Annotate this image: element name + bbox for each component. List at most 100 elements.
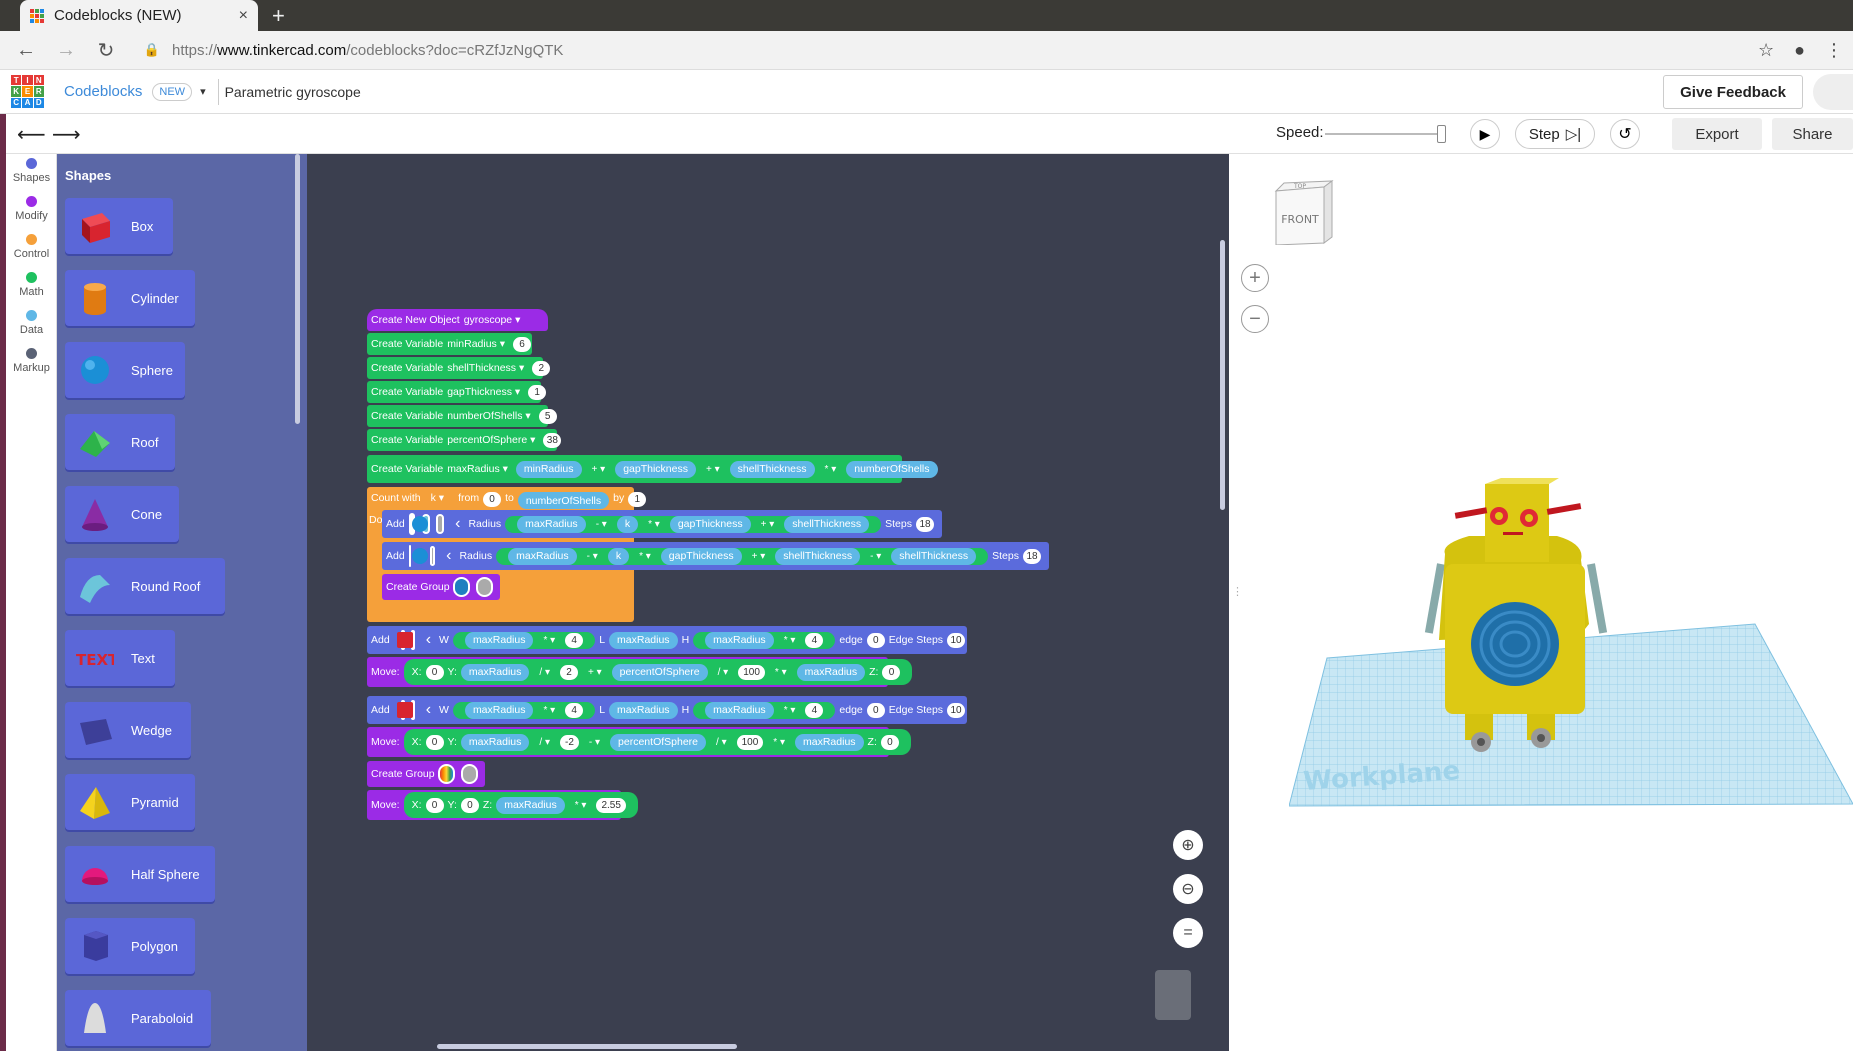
shape-roof[interactable]: Roof	[65, 414, 175, 470]
variable-pill[interactable]: percentOfSphere	[611, 663, 708, 681]
variable-pill[interactable]: numberOfShells	[846, 460, 938, 478]
new-tab-icon[interactable]: +	[272, 3, 285, 28]
number-field[interactable]: 100	[738, 664, 765, 680]
variable-pill[interactable]: maxRadius	[508, 547, 577, 565]
view-cube[interactable]: TOP FRONT	[1274, 179, 1334, 245]
category-markup[interactable]: Markup	[6, 348, 57, 374]
variable-pill[interactable]: maxRadius	[795, 733, 864, 751]
variable-dropdown[interactable]: minRadius ▾	[447, 338, 505, 350]
math-expression[interactable]: maxRadius - ▾ k * ▾ gapThickness + ▾ she…	[496, 547, 989, 565]
play-button[interactable]: ▶	[1470, 119, 1500, 149]
number-field[interactable]: 0	[882, 664, 901, 680]
operator-dropdown[interactable]: * ▾	[783, 634, 796, 646]
3d-viewer[interactable]: TOP FRONT + − Workplane	[1229, 154, 1853, 1051]
browser-menu-icon[interactable]: ⋮	[1825, 40, 1843, 60]
number-field[interactable]: 18	[1023, 548, 1041, 564]
number-field[interactable]: 0	[425, 734, 444, 750]
shape-cone[interactable]: Cone	[65, 486, 179, 542]
create-variable-block[interactable]: Create Variable numberOfShells ▾ 5	[367, 405, 557, 427]
color-swatch[interactable]	[452, 577, 470, 597]
number-field[interactable]: 4	[565, 632, 584, 648]
variable-pill[interactable]: shellThickness	[729, 460, 815, 478]
workspace-zoom-out-icon[interactable]: ⊖	[1173, 874, 1203, 904]
flyout-scrollbar[interactable]	[295, 154, 300, 424]
number-field[interactable]: 10	[947, 702, 966, 718]
variable-pill[interactable]: maxRadius	[705, 631, 774, 649]
category-shapes[interactable]: Shapes	[6, 158, 57, 184]
number-field[interactable]: 1	[628, 492, 647, 507]
collapse-chevron-icon[interactable]: ‹	[446, 547, 452, 564]
operator-dropdown[interactable]: - ▾	[870, 550, 882, 562]
step-button[interactable]: Step▷|	[1515, 119, 1595, 149]
export-button[interactable]: Export	[1672, 118, 1762, 150]
number-field[interactable]: 10	[947, 632, 966, 648]
variable-pill[interactable]: maxRadius	[496, 796, 565, 814]
user-avatar[interactable]	[1813, 74, 1853, 110]
number-field[interactable]: 0	[483, 492, 502, 507]
variable-pill[interactable]: maxRadius	[517, 515, 586, 533]
hole-toggle-icon[interactable]	[435, 514, 445, 534]
add-box-block[interactable]: Add ‹ W maxRadius * ▾ 4 L maxRadius H ma…	[367, 696, 967, 724]
variable-pill[interactable]: gapThickness	[669, 515, 751, 533]
operator-dropdown[interactable]: * ▾	[783, 704, 796, 716]
number-field[interactable]: 0	[425, 664, 444, 680]
url-field[interactable]: https://www.tinkercad.com/codeblocks?doc…	[172, 42, 563, 59]
shape-preview-sphere[interactable]	[408, 545, 428, 567]
category-data[interactable]: Data	[6, 310, 57, 336]
browser-tab[interactable]: Codeblocks (NEW) ×	[20, 0, 258, 31]
variable-pill[interactable]: maxRadius	[460, 663, 530, 681]
trash-icon[interactable]	[1155, 970, 1191, 1020]
operator-dropdown[interactable]: / ▾	[717, 666, 729, 678]
operator-dropdown[interactable]: + ▾	[751, 550, 766, 562]
create-object-block[interactable]: Create New Object gyroscope ▾	[367, 309, 548, 331]
variable-pill[interactable]: gapThickness	[660, 547, 742, 565]
operator-dropdown[interactable]: + ▾	[760, 518, 775, 530]
number-field[interactable]: 0	[460, 797, 479, 813]
variable-dropdown[interactable]: maxRadius ▾	[447, 463, 508, 475]
multicolor-swatch[interactable]	[437, 764, 455, 784]
number-field[interactable]: 0	[425, 797, 444, 813]
shape-sphere[interactable]: Sphere	[65, 342, 185, 398]
add-sphere-block[interactable]: Add ‹ Radius maxRadius - ▾ k * ▾ gapThic…	[382, 542, 1049, 570]
loop-variable-dropdown[interactable]: k ▾	[430, 492, 445, 504]
variable-pill[interactable]: maxRadius	[460, 733, 530, 751]
operator-dropdown[interactable]: * ▾	[639, 550, 651, 562]
number-field[interactable]: 4	[565, 702, 584, 718]
create-variable-block[interactable]: Create Variable maxRadius ▾ minRadius + …	[367, 455, 938, 483]
variable-pill[interactable]: k	[616, 515, 639, 533]
number-field[interactable]: 1	[528, 384, 547, 400]
speed-slider-track[interactable]	[1325, 133, 1445, 135]
viewer-zoom-in-icon[interactable]: +	[1241, 264, 1269, 292]
create-variable-block[interactable]: Create Variable percentOfSphere ▾ 38	[367, 429, 562, 451]
variable-dropdown[interactable]: shellThickness ▾	[447, 362, 525, 374]
document-name[interactable]: Parametric gyroscope	[224, 83, 361, 100]
operator-dropdown[interactable]: / ▾	[716, 736, 727, 748]
add-box-block[interactable]: Add ‹ W maxRadius * ▾ 4 L maxRadius H ma…	[367, 626, 967, 654]
tab-close-icon[interactable]: ×	[238, 6, 248, 24]
create-group-block[interactable]: Create Group	[382, 574, 500, 600]
shape-pyramid[interactable]: Pyramid	[65, 774, 195, 830]
add-sphere-block[interactable]: Add ‹ Radius maxRadius - ▾ k * ▾ gapThic…	[382, 510, 942, 538]
operator-dropdown[interactable]: - ▾	[586, 550, 598, 562]
shape-box[interactable]: Box	[65, 198, 173, 254]
variable-pill[interactable]: maxRadius	[609, 631, 678, 649]
variable-pill[interactable]: shellThickness	[891, 547, 977, 565]
number-field[interactable]: 4	[805, 702, 824, 718]
redo-icon[interactable]: ⟶	[52, 124, 81, 146]
operator-dropdown[interactable]: / ▾	[539, 736, 550, 748]
variable-pill[interactable]: minRadius	[515, 460, 582, 478]
operator-dropdown[interactable]: * ▾	[774, 666, 787, 678]
operator-dropdown[interactable]: + ▾	[705, 463, 720, 475]
viewer-zoom-out-icon[interactable]: −	[1241, 305, 1269, 333]
collapse-chevron-icon[interactable]: ‹	[425, 701, 432, 718]
number-field[interactable]: 2.55	[596, 797, 626, 813]
workspace-zoom-in-icon[interactable]: ⊕	[1173, 830, 1203, 860]
bookmark-star-icon[interactable]: ☆	[1757, 40, 1775, 60]
operator-dropdown[interactable]: + ▾	[591, 463, 606, 475]
number-field[interactable]: 0	[866, 632, 885, 648]
number-field[interactable]: 18	[916, 516, 934, 532]
math-expression[interactable]: maxRadius * ▾ 4	[693, 631, 836, 649]
move-block[interactable]: Move: X: 0 Y: maxRadius / ▾ 2 + ▾ percen…	[367, 657, 913, 687]
operator-dropdown[interactable]: * ▾	[648, 518, 660, 530]
create-variable-block[interactable]: Create Variable shellThickness ▾ 2	[367, 357, 551, 379]
